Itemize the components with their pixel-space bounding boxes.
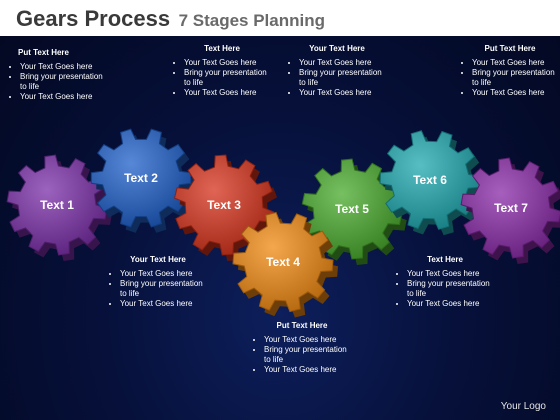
block-item: Your Text Goes here [472,58,558,68]
title-bar: Gears Process 7 Stages Planning [0,0,560,36]
block-item: Your Text Goes here [407,269,493,279]
gear-2: Text 2 [90,128,196,233]
text-block-3: Text Here Your Text Goes here Bring your… [174,44,270,98]
block-item: Your Text Goes here [120,299,206,309]
gear-label: Text 1 [40,198,74,212]
gear-face [232,211,334,313]
block-item: Bring your presentation to life [184,68,270,88]
text-block-4: Put Text Here Your Text Goes here Bring … [254,321,350,375]
block-item: Bring your presentation to life [120,279,206,299]
text-block-6: Text Here Your Text Goes here Bring your… [397,255,493,309]
page-title: Gears Process 7 Stages Planning [16,6,325,32]
gear-face [301,158,403,260]
block-item: Your Text Goes here [299,58,385,68]
block-heading: Your Text Here [309,44,365,53]
title-main: Gears Process [16,6,171,31]
block-item: Your Text Goes here [184,58,270,68]
gear-face [379,130,481,230]
gear-label: Text 4 [266,255,300,269]
block-item: Bring your presentation to life [407,279,493,299]
block-item: Your Text Goes here [472,88,558,98]
gear-label: Text 7 [494,201,528,215]
title-subtitle: 7 Stages Planning [178,11,325,30]
block-item: Your Text Goes here [184,88,270,98]
text-block-5: Your Text Here Your Text Goes here Bring… [289,44,385,98]
block-item: Your Text Goes here [20,92,106,102]
block-heading: Text Here [427,255,463,264]
block-item: Your Text Goes here [299,88,385,98]
block-item: Your Text Goes here [264,365,350,375]
block-heading: Put Text Here [18,48,69,57]
block-heading: Text Here [204,44,240,53]
gear-label: Text 5 [335,202,369,216]
gear-6: Text 6 [379,130,485,236]
text-block-1: Put Text Here Your Text Goes here Bring … [10,48,106,102]
block-heading: Your Text Here [130,255,186,264]
gear-label: Text 6 [413,173,447,187]
gear-label: Text 3 [207,198,241,212]
block-item: Your Text Goes here [407,299,493,309]
text-block-7: Put Text Here Your Text Goes here Bring … [462,44,558,98]
gear-5: Text 5 [301,158,407,265]
gear-1: Text 1 [6,154,112,261]
block-item: Your Text Goes here [120,269,206,279]
text-block-2: Your Text Here Your Text Goes here Bring… [110,255,206,309]
logo-text: Your Logo [500,401,546,412]
gear-face [6,154,108,256]
block-item: Bring your presentation to life [299,68,385,88]
block-heading: Put Text Here [484,44,536,53]
block-item: Your Text Goes here [264,335,350,345]
block-item: Bring your presentation to life [20,72,106,92]
block-item: Bring your presentation to life [472,68,558,88]
gear-face [90,128,192,228]
gear-4: Text 4 [232,211,338,318]
gear-7: Text 7 [460,157,560,264]
block-item: Bring your presentation to life [264,345,350,365]
block-heading: Put Text Here [276,321,328,330]
gear-label: Text 2 [124,171,158,185]
gear-face [460,157,560,259]
block-item: Your Text Goes here [20,62,106,72]
